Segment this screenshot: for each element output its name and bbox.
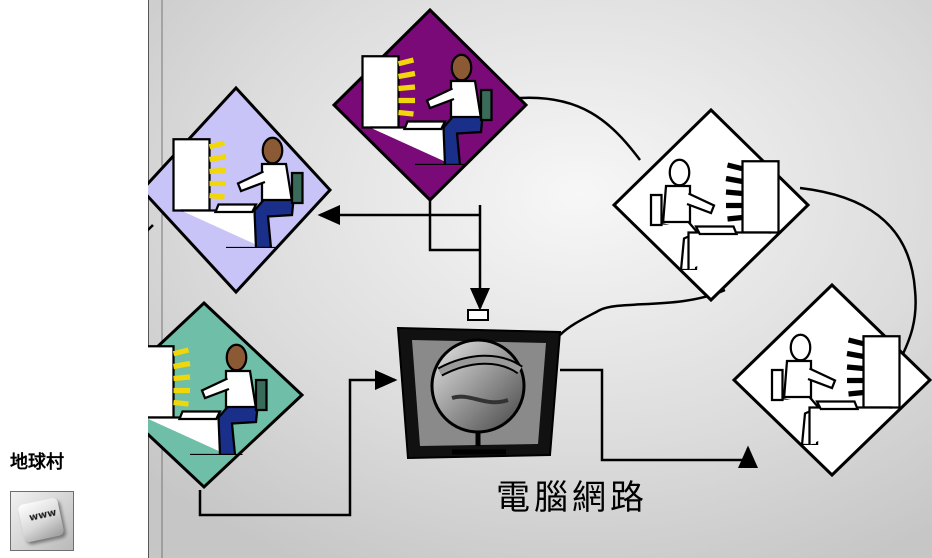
link-outline-outline xyxy=(799,186,917,361)
link-outline-globe xyxy=(559,288,726,336)
link-purple-outline xyxy=(519,96,641,161)
sidebar-title: 地球村 xyxy=(10,452,64,473)
node-purple xyxy=(331,7,529,203)
network-label: 電腦網路 xyxy=(496,478,648,518)
link-purple-globe xyxy=(428,200,490,311)
globe-monitor-icon xyxy=(396,309,562,460)
node-lavender xyxy=(139,85,333,295)
link-teal-globe xyxy=(198,370,398,517)
sidebar: 地球村 www xyxy=(0,0,148,558)
node-outline-bottom-right xyxy=(731,282,932,478)
www-key-icon[interactable]: www xyxy=(10,491,74,551)
slide-background xyxy=(148,0,932,558)
node-outline-top-right xyxy=(611,107,811,303)
link-globe-outline xyxy=(560,368,758,468)
